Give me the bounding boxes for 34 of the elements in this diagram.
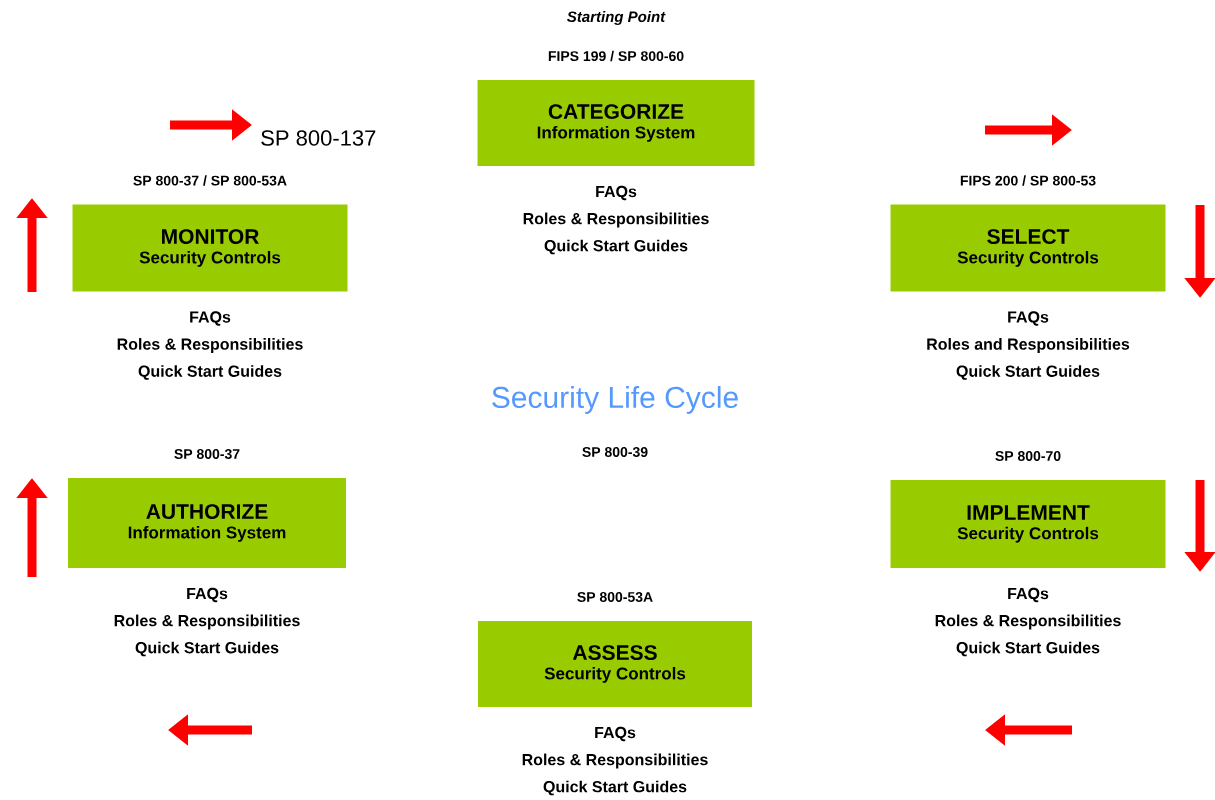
resource-link: Roles & Responsibilities [935, 614, 1121, 630]
resource-link: Quick Start Guides [956, 365, 1100, 380]
resource-link: FAQs [596, 185, 637, 201]
resource-link: Quick Start Guides [956, 641, 1100, 657]
standard-label: FIPS 200 / SP 800-53 [960, 175, 1096, 186]
resource-link: Quick Start Guides [544, 239, 688, 255]
resource-link: Quick Start Guides [543, 780, 687, 796]
resource-link: Quick Start Guides [135, 641, 279, 657]
resource-link: Roles & Responsibilities [114, 614, 300, 630]
resource-link: FAQs [595, 726, 636, 742]
resource-link: Quick Start Guides [138, 365, 282, 380]
standard-label: SP 800-70 [995, 451, 1061, 461]
resource-link: FAQs [187, 587, 228, 603]
process-box: ASSESS Security Controls [478, 621, 752, 707]
standard-label: SP 800-53A [577, 592, 653, 602]
standard-label: SP 800-37 / SP 800-53A [133, 175, 287, 186]
resource-link: FAQs [1008, 311, 1049, 326]
resource-link: Roles & Responsibilities [523, 212, 709, 228]
diagram-title: Security Life Cycle [492, 386, 738, 414]
standard-label: SP 800-39 [582, 447, 648, 457]
process-box: MONITOR Security Controls [72, 204, 348, 292]
resource-link: FAQs [190, 311, 231, 326]
resource-link: Roles & Responsibilities [117, 338, 303, 353]
note-text: Starting Point [567, 11, 666, 25]
resource-link: FAQs [1008, 587, 1049, 603]
resource-link: Roles & Responsibilities [522, 753, 708, 769]
process-box: SELECT Security Controls [890, 204, 1166, 292]
process-box: CATEGORIZE Information System [477, 80, 755, 166]
standard-label: SP 800-37 [174, 449, 240, 459]
standard-label: SP 800-137 [261, 130, 376, 146]
process-box: IMPLEMENT Security Controls [890, 480, 1166, 568]
process-box: AUTHORIZE Information System [68, 478, 346, 568]
standard-label: FIPS 199 / SP 800-60 [548, 50, 684, 62]
resource-link: Roles and Responsibilities [927, 338, 1130, 353]
